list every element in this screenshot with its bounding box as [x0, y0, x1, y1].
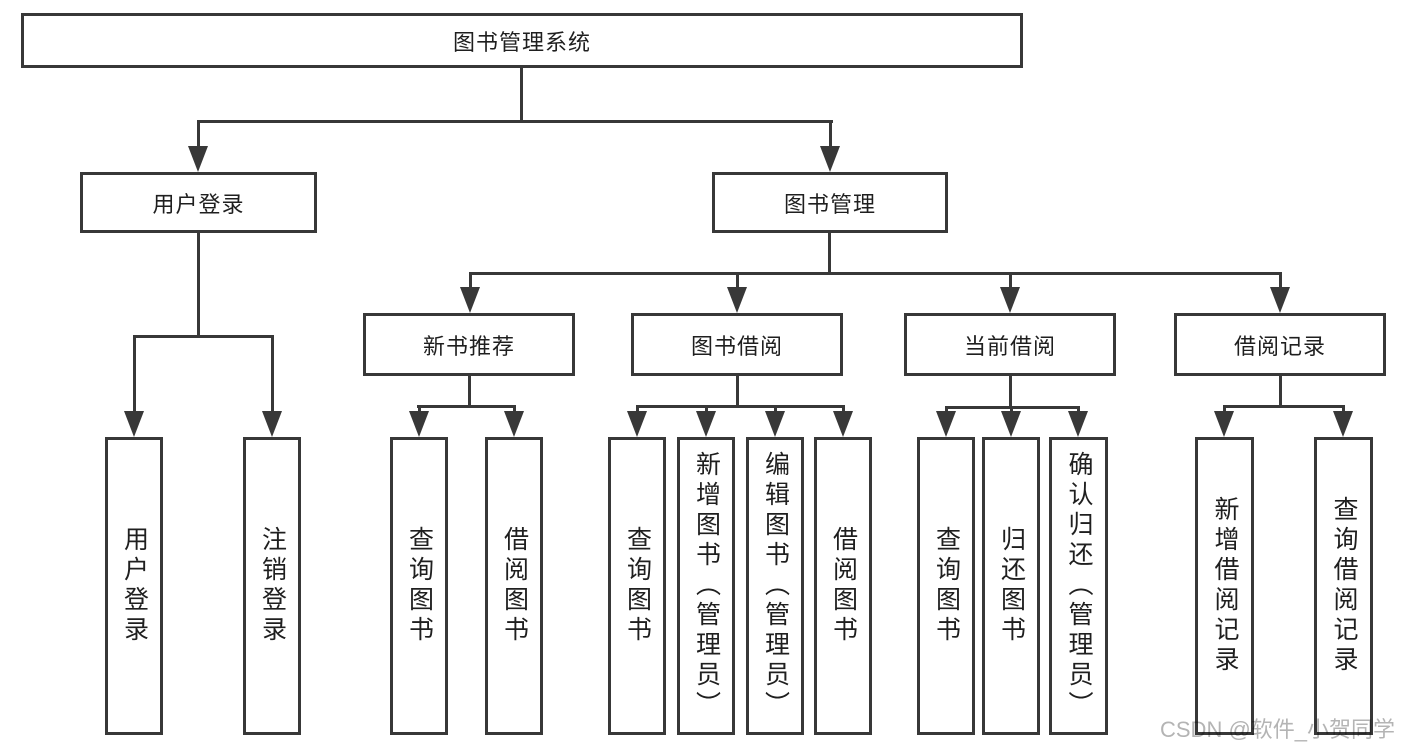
node-leaf-edit-book-admin: 编辑图书（管理员） [746, 437, 804, 735]
node-leaf-query-books: 查询图书 [917, 437, 975, 735]
arrow-down-icon [1270, 287, 1290, 313]
node-library-system: 图书管理系统 [21, 13, 1023, 68]
connector-line [197, 120, 833, 123]
arrow-down-icon [936, 411, 956, 437]
arrow-down-icon [262, 411, 282, 437]
connector-line [520, 68, 523, 122]
connector-line [133, 335, 273, 338]
connector-line [828, 233, 831, 274]
node-leaf-confirm-return-admin: 确认归还（管理员） [1049, 437, 1108, 735]
connector-line [417, 405, 516, 408]
arrow-down-icon [765, 411, 785, 437]
arrow-down-icon [1001, 411, 1021, 437]
connector-line [1009, 376, 1012, 408]
node-leaf-logout: 注销登录 [243, 437, 301, 735]
arrow-down-icon [627, 411, 647, 437]
connector-line [842, 405, 845, 415]
arrow-down-icon [1214, 411, 1234, 437]
connector-line [705, 405, 708, 415]
connector-line [736, 272, 739, 292]
connector-line [829, 120, 832, 150]
node-new-book-recommend: 新书推荐 [363, 313, 575, 376]
connector-line [513, 405, 516, 415]
connector-line [636, 405, 845, 408]
node-leaf-borrow-books: 借阅图书 [485, 437, 543, 735]
connector-line [1342, 405, 1345, 415]
connector-line [1223, 405, 1226, 415]
node-book-management: 图书管理 [712, 172, 948, 233]
watermark-text: CSDN @软件_小贺同学 [1160, 717, 1396, 742]
connector-line [736, 376, 739, 407]
connector-line [1223, 405, 1345, 408]
connector-line [197, 233, 200, 337]
arrow-down-icon [460, 287, 480, 313]
connector-line [1009, 272, 1012, 292]
node-leaf-query-borrow-record: 查询借阅记录 [1314, 437, 1373, 735]
node-current-borrowing: 当前借阅 [904, 313, 1116, 376]
connector-line [636, 405, 639, 415]
connector-line [1010, 406, 1013, 415]
connector-line [774, 405, 777, 415]
arrow-down-icon [696, 411, 716, 437]
arrow-down-icon [820, 146, 840, 172]
node-leaf-query-books: 查询图书 [608, 437, 666, 735]
connector-line [1279, 376, 1282, 408]
arrow-down-icon [409, 411, 429, 437]
node-leaf-borrow-books: 借阅图书 [814, 437, 872, 735]
node-user-login: 用户登录 [80, 172, 317, 233]
connector-line [1077, 406, 1080, 415]
node-leaf-return-books: 归还图书 [982, 437, 1040, 735]
connector-line [271, 335, 274, 415]
connector-line [1279, 272, 1282, 292]
node-leaf-user-login: 用户登录 [105, 437, 163, 735]
arrow-down-icon [124, 411, 144, 437]
connector-line [945, 406, 948, 415]
node-leaf-query-books: 查询图书 [390, 437, 448, 735]
arrow-down-icon [1333, 411, 1353, 437]
node-leaf-add-borrow-record: 新增借阅记录 [1195, 437, 1254, 735]
node-book-borrowing: 图书借阅 [631, 313, 843, 376]
arrow-down-icon [727, 287, 747, 313]
arrow-down-icon [1068, 411, 1088, 437]
node-leaf-add-book-admin: 新增图书（管理员） [677, 437, 735, 735]
node-borrowing-records: 借阅记录 [1174, 313, 1386, 376]
arrow-down-icon [504, 411, 524, 437]
connector-line [418, 405, 421, 415]
connector-line [469, 272, 472, 292]
arrow-down-icon [188, 146, 208, 172]
arrow-down-icon [1000, 287, 1020, 313]
connector-line [133, 335, 136, 415]
connector-line [469, 272, 1282, 275]
connector-line [197, 120, 200, 150]
arrow-down-icon [833, 411, 853, 437]
connector-line [468, 376, 471, 407]
